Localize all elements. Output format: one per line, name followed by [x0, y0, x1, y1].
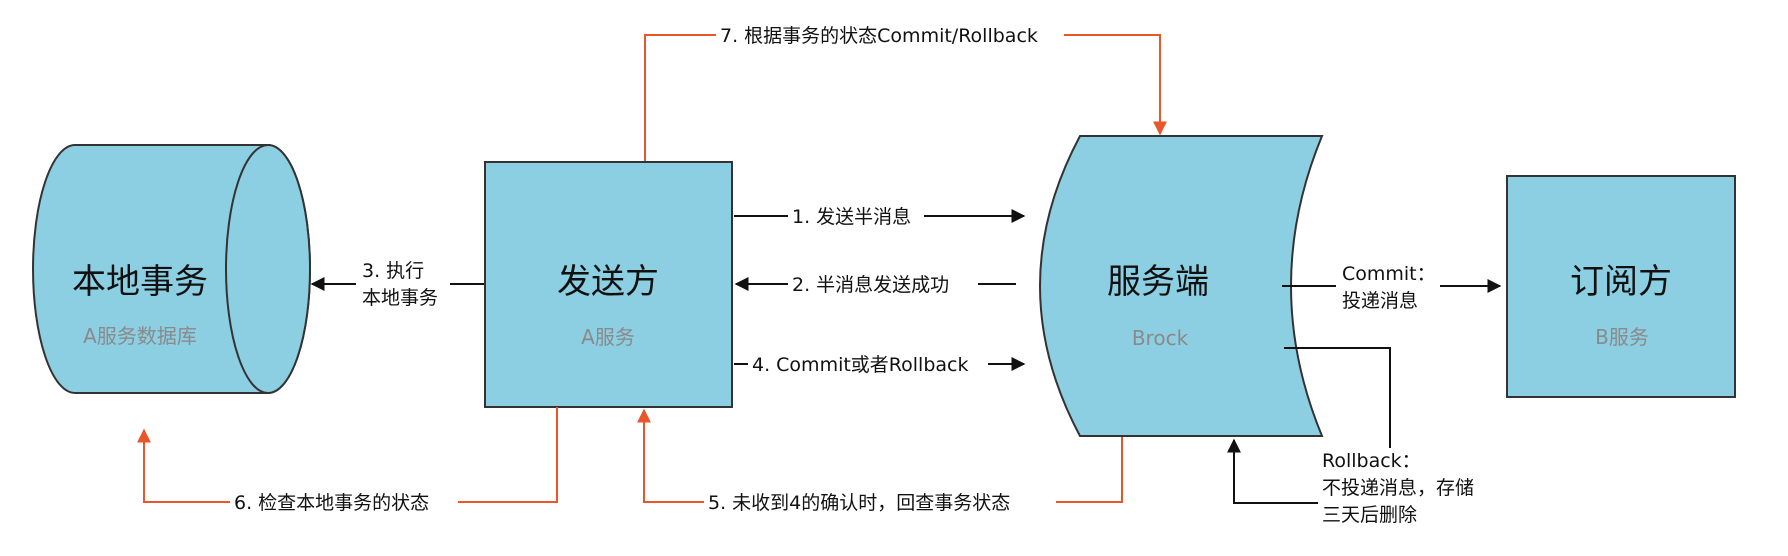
edge-commit-label-line2: 投递消息	[1342, 290, 1418, 312]
edge-3-label-line1: 3. 执行	[362, 260, 424, 282]
local-tx-node: 本地事务 A服务数据库	[32, 144, 311, 394]
edge-rollback-label-line2: 不投递消息，存储	[1322, 477, 1474, 499]
edge-rollback: Rollback： 不投递消息，存储 三天后删除	[1227, 347, 1474, 526]
edge-1: 1. 发送半消息	[734, 206, 1026, 228]
edge-commit-label-line1: Commit：	[1342, 263, 1436, 285]
edge-5-arrow	[637, 408, 704, 503]
local-tx-cylinder-cap	[225, 144, 311, 394]
edge-6-label: 6. 检查本地事务的状态	[234, 492, 429, 514]
subscriber-title: 订阅方	[1570, 262, 1672, 302]
edge-rollback-line-a	[1284, 347, 1391, 448]
subscriber-box	[1506, 175, 1736, 398]
server-subtitle: Brock	[1132, 326, 1189, 350]
server-title: 服务端	[1107, 262, 1209, 302]
edge-rollback-arrow	[1227, 438, 1318, 504]
edge-3: 3. 执行 本地事务	[310, 260, 484, 309]
subscriber-subtitle: B服务	[1595, 325, 1649, 349]
local-tx-subtitle: A服务数据库	[83, 324, 197, 348]
edge-3-label-line2: 本地事务	[362, 287, 438, 309]
edge-7: 7. 根据事务的状态Commit/Rollback	[644, 25, 1167, 161]
sender-subtitle: A服务	[581, 325, 635, 349]
edge-rollback-label-line1: Rollback：	[1322, 450, 1421, 472]
edge-rollback-label-line3: 三天后删除	[1322, 504, 1417, 526]
edge-2-label: 2. 半消息发送成功	[792, 274, 949, 296]
edge-6-arrow	[137, 428, 230, 503]
edge-5-label: 5. 未收到4的确认时，回查事务状态	[708, 492, 1010, 514]
local-tx-title: 本地事务	[72, 262, 208, 302]
sender-node: 发送方 A服务	[484, 161, 733, 408]
edge-5: 5. 未收到4的确认时，回查事务状态	[637, 408, 1123, 514]
edge-7-label: 7. 根据事务的状态Commit/Rollback	[720, 25, 1038, 47]
edge-4: 4. Commit或者Rollback	[734, 354, 1026, 376]
server-drum-shape	[1039, 135, 1324, 437]
edge-7-arrow	[1064, 34, 1167, 136]
edge-commit: Commit： 投递消息	[1282, 263, 1502, 312]
sender-title: 发送方	[557, 262, 659, 302]
edge-7-line-a	[644, 34, 716, 161]
server-node: 服务端 Brock	[1039, 135, 1324, 437]
subscriber-node: 订阅方 B服务	[1506, 175, 1736, 398]
edge-2: 2. 半消息发送成功	[734, 274, 1016, 296]
edge-1-label: 1. 发送半消息	[792, 206, 911, 228]
edge-4-label: 4. Commit或者Rollback	[752, 354, 969, 376]
edge-6: 6. 检查本地事务的状态	[137, 407, 558, 514]
edge-6-line-a	[458, 407, 558, 503]
edge-5-line-a	[1056, 437, 1123, 503]
sender-box	[484, 161, 733, 408]
